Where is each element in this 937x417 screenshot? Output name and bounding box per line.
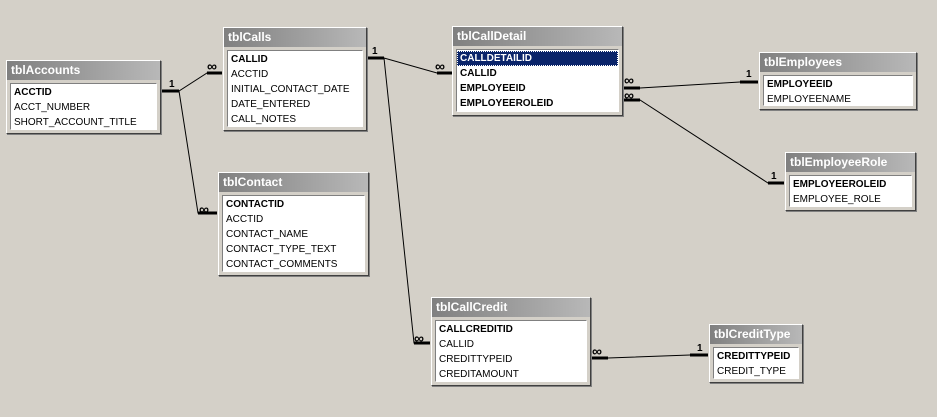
- table-credittype[interactable]: tblCreditType CREDITTYPEID CREDIT_TYPE: [709, 324, 803, 383]
- field-acctid[interactable]: ACCTID: [231, 69, 269, 80]
- field-initial-contact-date[interactable]: INITIAL_CONTACT_DATE: [231, 84, 350, 95]
- field-employeeid[interactable]: EMPLOYEEID: [460, 83, 526, 94]
- field-employeeroleid[interactable]: EMPLOYEEROLEID: [793, 179, 887, 190]
- field-list-accounts: ACCTID ACCT_NUMBER SHORT_ACCOUNT_TITLE: [10, 83, 157, 130]
- relationship-line-employees-calldetail[interactable]: [622, 81, 758, 89]
- cardinality-many-credittype-callcredit: ∞: [592, 343, 602, 359]
- table-calldetail[interactable]: tblCallDetail CALLDETAILID CALLID EMPLOY…: [452, 26, 623, 116]
- cardinality-many-calls-callcredit: ∞: [414, 330, 424, 346]
- cardinality-many-employees-calldetail: ∞: [624, 72, 634, 88]
- field-employeeid[interactable]: EMPLOYEEID: [767, 79, 833, 90]
- field-list-employees: EMPLOYEEID EMPLOYEENAME: [763, 75, 913, 106]
- field-date-entered[interactable]: DATE_ENTERED: [231, 99, 311, 110]
- field-acct-number[interactable]: ACCT_NUMBER: [14, 102, 91, 113]
- field-list-calls: CALLID ACCTID INITIAL_CONTACT_DATE DATE_…: [227, 50, 363, 127]
- field-contact-type-text[interactable]: CONTACT_TYPE_TEXT: [226, 244, 337, 255]
- field-callcreditid[interactable]: CALLCREDITID: [439, 324, 513, 335]
- field-employee-role[interactable]: EMPLOYEE_ROLE: [793, 194, 881, 205]
- cardinality-many-accounts-calls: ∞: [207, 58, 217, 74]
- table-employeerole[interactable]: tblEmployeeRole EMPLOYEEROLEID EMPLOYEE_…: [785, 152, 916, 211]
- field-credittypeid[interactable]: CREDITTYPEID: [717, 351, 791, 362]
- cardinality-many-employeerole-calldetail: ∞: [624, 87, 634, 103]
- cardinality-one-credittype-callcredit: 1: [697, 343, 703, 354]
- cardinality-one-employeerole-calldetail: 1: [771, 171, 777, 182]
- relationship-line-accounts-contact[interactable]: [178, 90, 217, 214]
- cardinality-many-calls-calldetail: ∞: [435, 58, 445, 74]
- field-callid[interactable]: CALLID: [460, 68, 497, 79]
- field-call-notes[interactable]: CALL_NOTES: [231, 114, 297, 125]
- table-callcredit[interactable]: tblCallCredit CALLCREDITID CALLID CREDIT…: [431, 297, 591, 386]
- field-employeeroleid[interactable]: EMPLOYEEROLEID: [460, 98, 554, 109]
- relationship-line-employeerole-calldetail[interactable]: [622, 99, 784, 184]
- table-title-callcredit[interactable]: tblCallCredit: [432, 298, 590, 317]
- cardinality-one-accounts-calls: 1: [169, 79, 175, 90]
- field-acctid[interactable]: ACCTID: [14, 87, 52, 98]
- cardinality-one-calls-calldetail: 1: [372, 46, 378, 57]
- field-credittypeid[interactable]: CREDITTYPEID: [439, 354, 513, 365]
- field-list-employeerole: EMPLOYEEROLEID EMPLOYEE_ROLE: [789, 175, 912, 207]
- field-list-callcredit: CALLCREDITID CALLID CREDITTYPEID CREDITA…: [435, 320, 587, 382]
- field-calldetailid[interactable]: CALLDETAILID: [457, 51, 618, 66]
- table-title-calls[interactable]: tblCalls: [224, 28, 366, 47]
- field-short-account-title[interactable]: SHORT_ACCOUNT_TITLE: [14, 117, 137, 128]
- field-acctid[interactable]: ACCTID: [226, 214, 264, 225]
- table-title-employees[interactable]: tblEmployees: [760, 53, 916, 72]
- field-employeename[interactable]: EMPLOYEENAME: [767, 94, 851, 105]
- table-employees[interactable]: tblEmployees EMPLOYEEID EMPLOYEENAME: [759, 52, 917, 110]
- field-callid[interactable]: CALLID: [231, 54, 268, 65]
- table-calls[interactable]: tblCalls CALLID ACCTID INITIAL_CONTACT_D…: [223, 27, 367, 131]
- field-contactid[interactable]: CONTACTID: [226, 199, 285, 210]
- cardinality-many-accounts-contact: ∞: [199, 201, 209, 217]
- field-list-contact: CONTACTID ACCTID CONTACT_NAME CONTACT_TY…: [222, 195, 365, 272]
- table-title-calldetail[interactable]: tblCallDetail: [453, 27, 622, 46]
- table-contact[interactable]: tblContact CONTACTID ACCTID CONTACT_NAME…: [218, 172, 369, 276]
- field-callid[interactable]: CALLID: [439, 339, 475, 350]
- field-contact-comments[interactable]: CONTACT_COMMENTS: [226, 259, 338, 270]
- relationship-line-calls-callcredit[interactable]: [383, 57, 430, 344]
- field-list-calldetail: CALLDETAILID CALLID EMPLOYEEID EMPLOYEER…: [456, 49, 619, 112]
- table-title-credittype[interactable]: tblCreditType: [710, 325, 802, 344]
- table-title-accounts[interactable]: tblAccounts: [7, 61, 160, 80]
- field-credit-type[interactable]: CREDIT_TYPE: [717, 366, 786, 377]
- cardinality-one-employees-calldetail: 1: [746, 69, 752, 80]
- table-accounts[interactable]: tblAccounts ACCTID ACCT_NUMBER SHORT_ACC…: [6, 60, 161, 134]
- field-creditamount[interactable]: CREDITAMOUNT: [439, 369, 519, 380]
- field-list-credittype: CREDITTYPEID CREDIT_TYPE: [713, 347, 799, 379]
- table-title-contact[interactable]: tblContact: [219, 173, 368, 192]
- field-contact-name[interactable]: CONTACT_NAME: [226, 229, 309, 240]
- table-title-employeerole[interactable]: tblEmployeeRole: [786, 153, 915, 172]
